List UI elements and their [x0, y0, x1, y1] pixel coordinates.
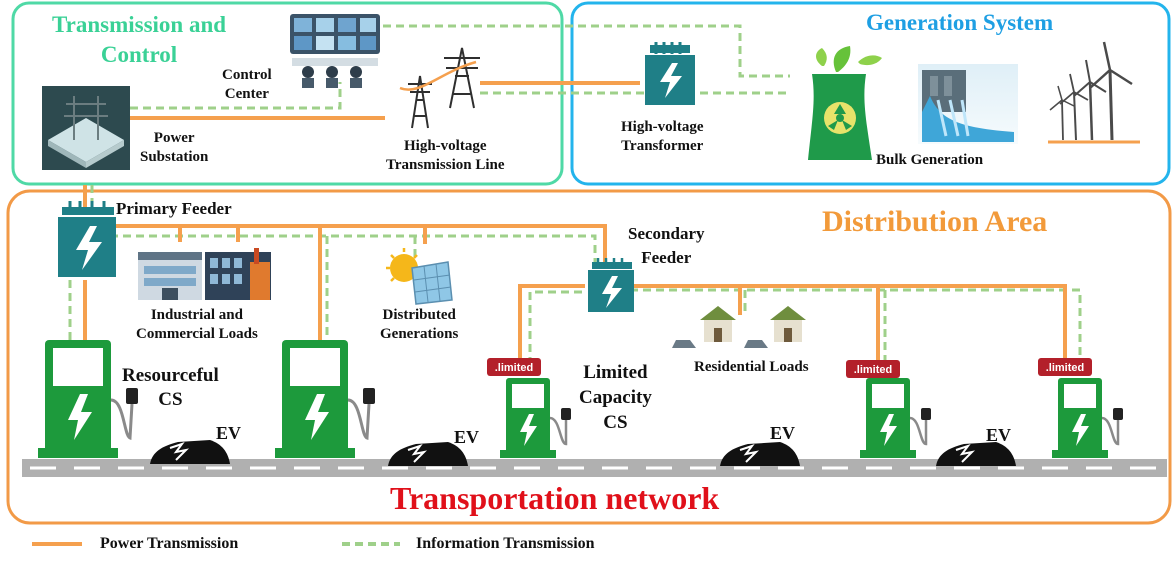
secondary-feeder-line2: Feeder	[641, 248, 692, 267]
ev-label: EV	[454, 427, 480, 447]
ev-label: EV	[770, 423, 796, 443]
limited-tag-3: .limited	[1038, 358, 1092, 376]
primary-feeder-label: Primary Feeder	[116, 199, 232, 218]
control-center-line1: Control	[222, 67, 272, 83]
ev-label: EV	[216, 423, 242, 443]
transmission-title-line2: Control	[100, 42, 178, 67]
hv-line-line1: High-voltage	[404, 138, 487, 154]
hv-transmission-line-label: High-voltage Transmission Line	[386, 137, 505, 175]
hv-transformer-line2: Transformer	[621, 138, 704, 154]
ev-label: EV	[986, 425, 1012, 445]
information-transmission-lines	[68, 24, 1082, 364]
ev-car-icon	[720, 442, 800, 466]
limited-charging-station-2	[860, 378, 931, 458]
power-transmission-lines	[83, 81, 1067, 364]
power-substation-icon	[42, 86, 130, 170]
nuclear-plant-icon	[808, 46, 882, 160]
limited-cs-line2: Capacity	[579, 387, 652, 408]
ev-car-icon	[150, 440, 230, 464]
bulk-generation-label: Bulk Generation	[876, 152, 984, 168]
wind-turbines-icon	[1048, 41, 1140, 144]
legend-power-label: Power Transmission	[100, 535, 239, 552]
limited-tag-text: .limited	[495, 362, 534, 374]
secondary-feeder-transformer-icon	[588, 258, 634, 312]
residential-houses-icon	[672, 306, 806, 348]
limited-charging-station-1	[500, 378, 571, 458]
generation-system-title: Generation System	[866, 10, 1054, 35]
hv-transformer-line1: High-voltage	[621, 119, 704, 135]
resourceful-cs-line1: Resourceful	[122, 365, 219, 386]
limited-tag-text: .limited	[1046, 362, 1085, 374]
solar-panel-icon	[386, 248, 453, 305]
limited-tag-1: .limited	[487, 358, 541, 376]
hv-transformer-label: High-voltage Transformer	[621, 118, 704, 156]
hv-line-line2: Transmission Line	[386, 157, 505, 173]
resourceful-cs-label: Resourceful CS	[122, 364, 219, 412]
high-voltage-transformer-icon	[645, 42, 695, 105]
control-center-line2: Center	[224, 86, 269, 102]
road	[22, 459, 1167, 477]
distribution-area-box	[6, 189, 1172, 525]
transmission-title-line1: Transmission and	[52, 12, 227, 37]
power-substation-line1: Power	[153, 130, 195, 146]
secondary-feeder-line1: Secondary	[628, 224, 705, 243]
power-substation-line2: Substation	[140, 149, 209, 165]
industrial-loads-line1: Industrial and	[150, 307, 243, 323]
distributed-generations-label: Distributed Generations	[380, 306, 458, 344]
limited-charging-station-3	[1052, 378, 1123, 458]
limited-cs-line1: Limited	[583, 362, 648, 383]
limited-tag-2: .limited	[846, 360, 900, 378]
primary-feeder-transformer-icon	[58, 201, 116, 277]
distributed-generations-line2: Generations	[380, 326, 459, 342]
secondary-feeder-label: Secondary Feeder	[628, 222, 705, 270]
resourceful-charging-station-2	[275, 340, 375, 458]
control-center-label: Control Center	[222, 66, 272, 104]
power-substation-label: Power Substation	[140, 129, 208, 167]
transportation-network-title: Transportation network	[390, 480, 720, 516]
transmission-control-title: Transmission and Control	[52, 10, 226, 70]
limited-capacity-cs-label: Limited Capacity CS	[579, 360, 652, 435]
industrial-loads-label: Industrial and Commercial Loads	[136, 306, 258, 344]
distributed-generations-line1: Distributed	[382, 307, 456, 323]
transmission-tower-icon	[399, 47, 480, 129]
legend-info-label: Information Transmission	[416, 535, 595, 552]
ev-car-icon	[388, 442, 468, 466]
control-center-icon	[290, 14, 380, 88]
distribution-area-title: Distribution Area	[822, 205, 1048, 238]
resourceful-cs-line2: CS	[158, 389, 183, 410]
limited-tag-text: .limited	[854, 364, 893, 376]
hydro-dam-icon	[918, 64, 1018, 144]
ev-car-icon	[936, 442, 1016, 466]
limited-cs-line3: CS	[603, 412, 628, 433]
resourceful-charging-station-1	[38, 340, 138, 458]
residential-loads-label: Residential Loads	[694, 359, 809, 375]
industrial-commercial-buildings-icon	[138, 248, 271, 300]
industrial-loads-line2: Commercial Loads	[136, 326, 258, 342]
